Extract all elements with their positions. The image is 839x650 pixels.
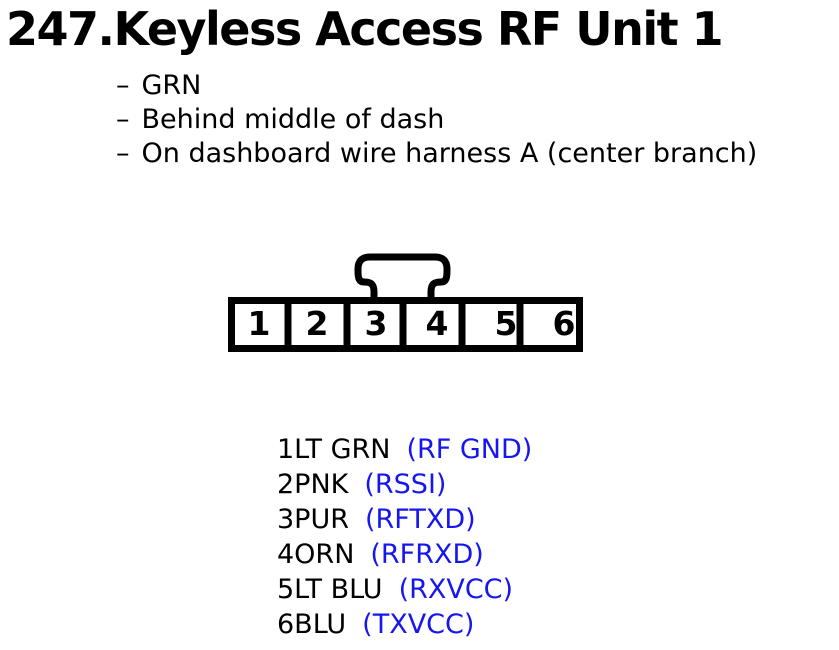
pin-row: 2PNK (RSSI) xyxy=(277,467,532,502)
pin-wire-label: 1LT GRN xyxy=(277,434,391,465)
pin-row: 3PUR (RFTXD) xyxy=(277,502,532,537)
pin-wire-label: 3PUR xyxy=(277,504,349,535)
location-notes: – GRN – Behind middle of dash – On dashb… xyxy=(116,69,757,171)
bullet-dash: – xyxy=(116,138,130,169)
connector-pin-1: 1 xyxy=(247,304,271,343)
connector-pin-3: 3 xyxy=(364,304,388,343)
note-item: – GRN xyxy=(116,69,757,103)
pin-signal-label: (RF GND) xyxy=(406,434,533,465)
connector-pin-4: 4 xyxy=(425,304,449,343)
pin-signal-label: (RSSI) xyxy=(364,469,447,500)
connector-latch-tab xyxy=(354,253,451,303)
pin-row: 6BLU (TXVCC) xyxy=(277,607,532,642)
pin-signal-label: (RFTXD) xyxy=(364,504,476,535)
note-text: On dashboard wire harness A (center bran… xyxy=(141,138,758,169)
bullet-dash: – xyxy=(116,70,130,101)
pin-wire-label: 6BLU xyxy=(277,609,347,640)
connector-pin-2: 2 xyxy=(305,304,329,343)
note-item: – On dashboard wire harness A (center br… xyxy=(116,137,757,171)
pin-wire-label: 2PNK xyxy=(277,469,349,500)
pin-signal-label: (TXVCC) xyxy=(362,609,475,640)
page-title: 247.Keyless Access RF Unit 1 xyxy=(6,2,724,56)
note-text: Behind middle of dash xyxy=(141,104,445,135)
pin-row: 1LT GRN (RF GND) xyxy=(277,432,532,467)
connector-pin-6: 6 xyxy=(552,304,576,343)
pin-row: 5LT BLU (RXVCC) xyxy=(277,572,532,607)
pin-signal-label: (RXVCC) xyxy=(398,574,514,605)
pin-wire-label: 5LT BLU xyxy=(277,574,383,605)
pin-signal-label: (RFRXD) xyxy=(370,539,484,570)
pin-wire-label: 4ORN xyxy=(277,539,355,570)
pin-list: 1LT GRN (RF GND) 2PNK (RSSI) 3PUR (RFTXD… xyxy=(277,432,532,642)
pin-row: 4ORN (RFRXD) xyxy=(277,537,532,572)
note-text: GRN xyxy=(141,70,202,101)
bullet-dash: – xyxy=(116,104,130,135)
note-item: – Behind middle of dash xyxy=(116,103,757,137)
connector-pin-5: 5 xyxy=(494,304,518,343)
